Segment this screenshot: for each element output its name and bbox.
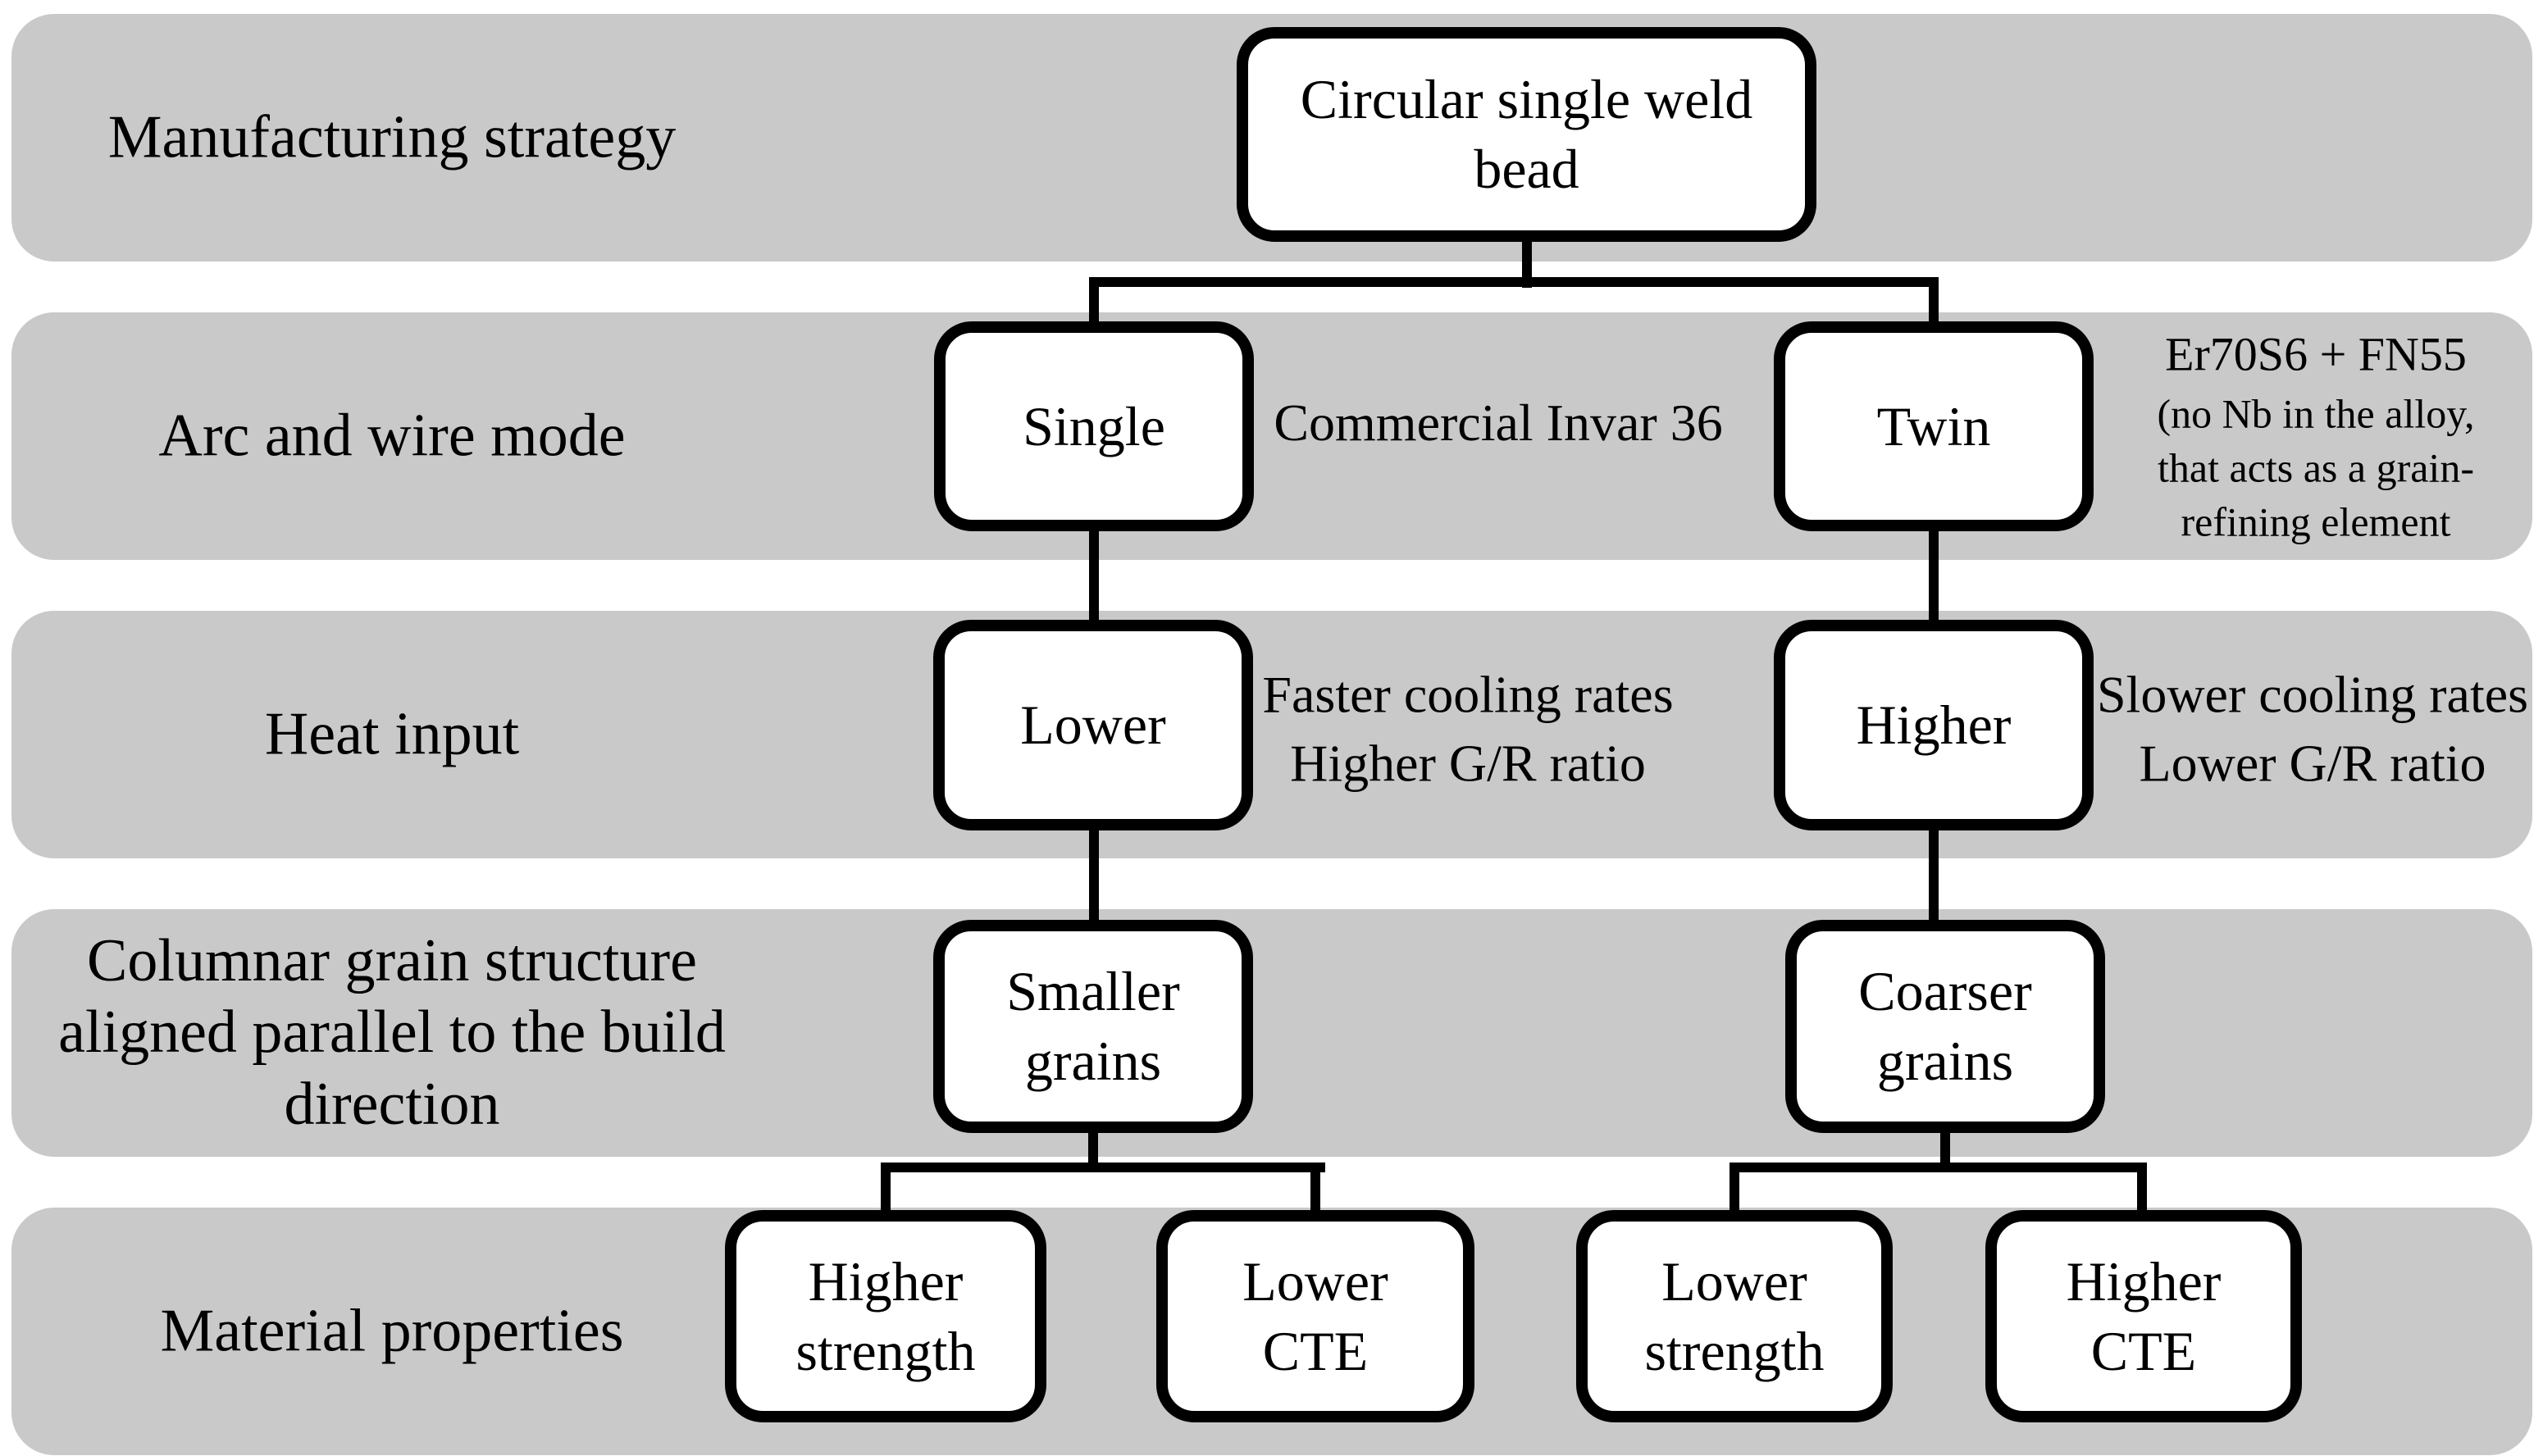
band-arc-and-wire-mode [11, 312, 2532, 560]
annotation-line: that acts as a grain- [2158, 444, 2474, 491]
row-label-heat-input: Heat input [264, 700, 520, 768]
annotation-line: refining element [2181, 498, 2451, 545]
node-text-line: grains [1876, 1030, 2014, 1092]
annotation-slower-cooling-rates: Slower cooling rates Lower G/R ratio [2097, 661, 2528, 799]
node-higher-heat-input: Higher [1774, 620, 2094, 830]
node-text-line: Circular single weld [1300, 68, 1753, 130]
connector-drop-higher-cte [2137, 1163, 2147, 1217]
node-text-line: strength [1644, 1319, 1825, 1382]
node-lower-cte: Lower CTE [1156, 1210, 1474, 1422]
node-lower-heat-input: Lower [933, 620, 1253, 830]
node-text-line: bead [1474, 138, 1579, 200]
annotation-faster-cooling-rates: Faster cooling rates Higher G/R ratio [1262, 661, 1673, 799]
annotation-line: Lower G/R ratio [2139, 735, 2486, 793]
annotation-er70s6-fn55: Er70S6 + FN55 (no Nb in the alloy, that … [2158, 324, 2475, 549]
node-text-line: strength [795, 1319, 976, 1382]
node-text-line: Lower [1020, 694, 1166, 756]
connector-drop-higher-strength [881, 1163, 891, 1217]
row-label-columnar-grain-structure: Columnar grain structure aligned paralle… [31, 926, 753, 1140]
node-text-line: Single [1023, 394, 1165, 457]
node-text-line: CTE [2090, 1319, 2197, 1382]
node-smaller-grains: Smaller grains [933, 920, 1253, 1133]
node-text-line: Lower [1661, 1249, 1807, 1313]
node-higher-cte: Higher CTE [1985, 1210, 2302, 1422]
node-text-line: grains [1024, 1030, 1162, 1092]
node-higher-strength: Higher strength [725, 1210, 1046, 1422]
connector-left-t-horizontal [881, 1163, 1325, 1172]
node-lower-strength: Lower strength [1576, 1210, 1893, 1422]
row-label-line-2: aligned parallel to the build [58, 999, 726, 1067]
annotation-line: Faster cooling rates [1262, 665, 1674, 724]
connector-root-stem [1522, 239, 1532, 288]
connector-twin-to-higher [1929, 528, 1939, 625]
node-text-line: Lower [1242, 1249, 1388, 1313]
band-heat-input [11, 611, 2532, 858]
annotation-line: Er70S6 + FN55 [2165, 327, 2467, 381]
row-label-arc-and-wire-mode: Arc and wire mode [158, 402, 626, 470]
connector-drop-lower-cte [1310, 1163, 1320, 1217]
node-text-line: Twin [1876, 394, 1991, 457]
connector-single-to-lower [1089, 528, 1099, 625]
node-text-line: Higher [2066, 1249, 2222, 1313]
connector-drop-single [1089, 277, 1099, 328]
row-label-line-3: direction [284, 1070, 500, 1138]
connector-right-t-horizontal [1730, 1163, 2147, 1172]
node-text-line: Higher [808, 1249, 964, 1313]
annotation-line: Slower cooling rates [2096, 665, 2529, 724]
annotation-line: Higher G/R ratio [1290, 735, 1646, 793]
connector-higher-to-coarser-grains [1929, 826, 1939, 925]
connector-smaller-grains-stem [1088, 1130, 1098, 1172]
node-text-line: CTE [1262, 1319, 1369, 1382]
node-twin: Twin [1774, 321, 2094, 531]
node-text-line: Coarser [1858, 960, 2032, 1022]
connector-level1-horizontal [1089, 277, 1939, 287]
node-circular-single-weld-bead: Circular single weld bead [1237, 27, 1816, 242]
connector-coarser-grains-stem [1940, 1130, 1950, 1172]
annotation-line: (no Nb in the alloy, [2157, 390, 2475, 437]
node-text-line: Smaller [1006, 960, 1180, 1022]
band-columnar-grain-structure [11, 909, 2532, 1157]
annotation-commercial-invar-36: Commercial Invar 36 [1274, 393, 1723, 452]
node-single: Single [934, 321, 1254, 531]
connector-lower-to-smaller-grains [1089, 826, 1099, 925]
row-label-material-properties: Material properties [160, 1297, 624, 1365]
row-label-manufacturing-strategy: Manufacturing strategy [107, 103, 677, 171]
node-coarser-grains: Coarser grains [1785, 920, 2105, 1133]
row-label-line-1: Columnar grain structure [87, 927, 697, 995]
node-text-line: Higher [1856, 694, 2012, 756]
connector-drop-lower-strength [1730, 1163, 1739, 1217]
connector-drop-twin [1929, 277, 1939, 328]
